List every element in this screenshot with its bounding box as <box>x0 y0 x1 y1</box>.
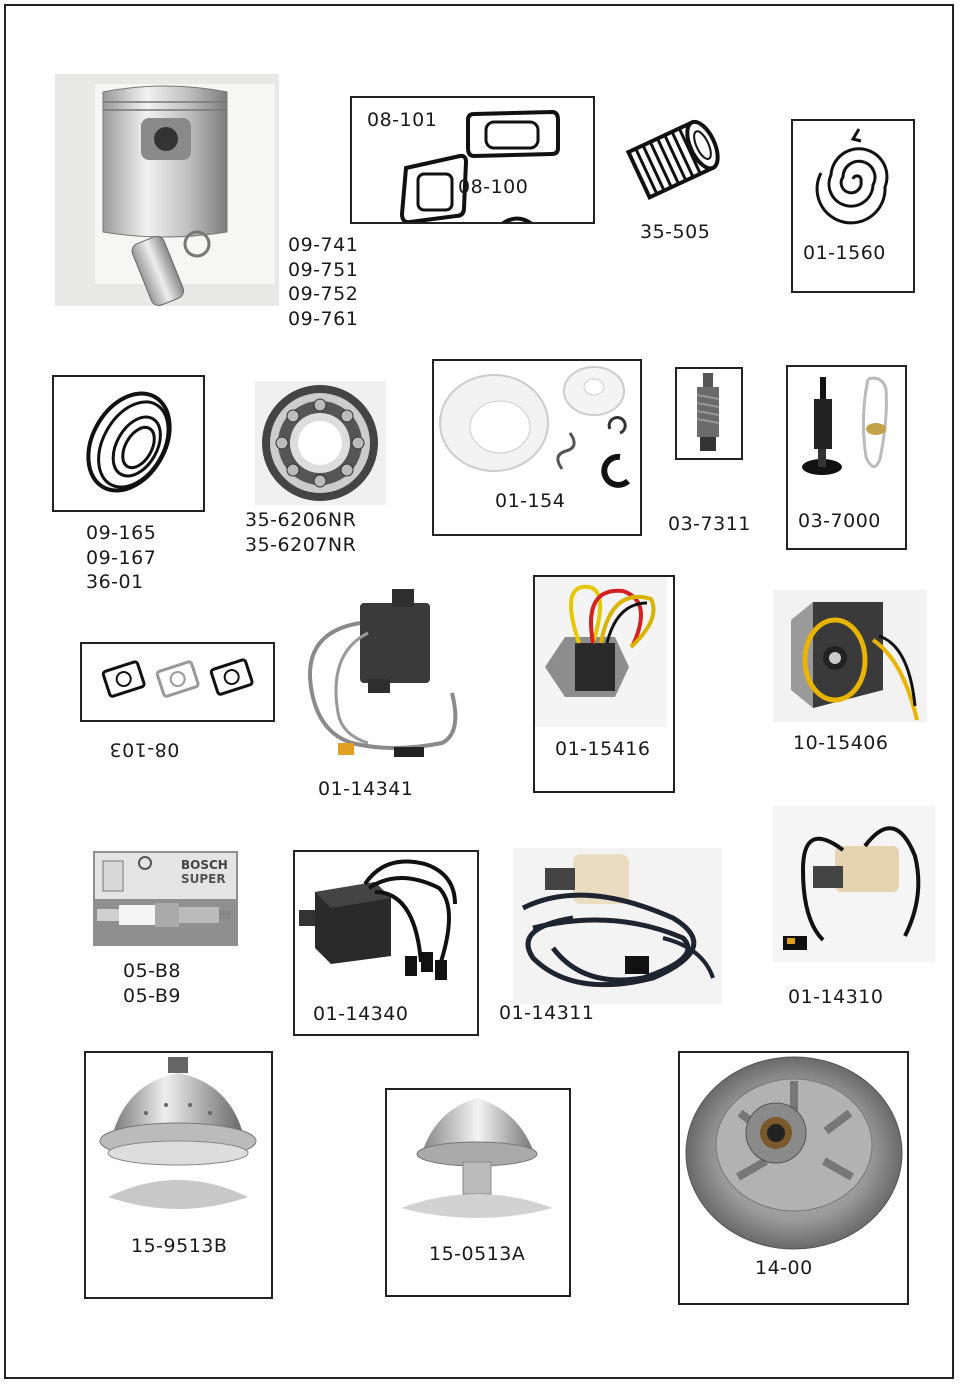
part-code: 05-B8 <box>123 960 181 982</box>
ball-bearing-photo <box>255 381 386 505</box>
choke-cable-box: 03-7000 <box>786 365 907 550</box>
starter-pulley-box: 01-154 <box>432 359 642 536</box>
spark-plug-photo: BOSCH SUPER <box>93 851 238 946</box>
piston-kit-codes: 09-741 09-751 09-752 09-761 <box>288 233 358 331</box>
voltage-regulator-icon <box>535 577 667 727</box>
drive-clutch-box-b: 15-0513A <box>385 1088 571 1297</box>
cdi-module-code-a: 01-14341 <box>318 778 414 800</box>
needle-valve-icon <box>696 373 720 451</box>
choke-cable-code: 03-7000 <box>798 510 881 532</box>
part-code: 36-01 <box>86 571 144 593</box>
oil-seal-codes: 09-165 09-167 36-01 <box>86 521 156 595</box>
stator-coil-icon <box>773 590 927 722</box>
ignition-coil-icon <box>773 806 935 962</box>
catalog-page-frame <box>4 4 954 1379</box>
base-gasket-code-inverted: 08-103 <box>109 738 180 761</box>
base-gasket-icon <box>101 658 254 698</box>
part-code: 09-165 <box>86 522 157 544</box>
driven-pulley-code: 14-00 <box>755 1257 813 1279</box>
part-code: 09-761 <box>288 307 359 330</box>
stator-coil-photo <box>773 590 927 722</box>
part-code: 35-6207NR <box>245 533 357 556</box>
box-brand-text: BOSCH <box>181 858 228 872</box>
drive-clutch-box-a: 15-9513B <box>84 1051 273 1299</box>
drive-clutch-code-a: 15-9513B <box>131 1235 228 1257</box>
starter-pulley-icon <box>439 366 631 488</box>
piston-kit-photo <box>55 74 279 306</box>
part-code: 09-167 <box>86 546 157 569</box>
ignition-coil-photo-b <box>773 806 935 962</box>
part-code: 09-741 <box>288 234 359 256</box>
part-code: 05-B9 <box>123 984 181 1007</box>
ball-bearing-codes: 35-6206NR 35-6207NR <box>245 508 356 557</box>
stator-coil-code: 10-15406 <box>793 732 889 754</box>
oil-seal-box <box>52 375 205 512</box>
drive-clutch-icon <box>401 1098 553 1218</box>
recoil-spring-code: 01-1560 <box>803 242 886 264</box>
ignition-coil-code-b: 01-14310 <box>788 986 884 1008</box>
recoil-spring-icon <box>815 128 889 225</box>
ball-bearing-icon <box>255 381 386 505</box>
drive-clutch-icon <box>99 1057 257 1209</box>
spark-plug-icon: BOSCH SUPER <box>93 851 238 946</box>
cdi-module-photo-a <box>298 583 463 773</box>
cdi-module-icon <box>299 859 457 980</box>
box-model-text: SUPER <box>181 872 226 886</box>
voltage-regulator-box: 01-15416 <box>533 575 675 793</box>
needle-bearing-icon <box>625 119 720 201</box>
spark-plug-codes: 05-B8 05-B9 <box>123 959 181 1008</box>
cdi-module-code-b: 01-14340 <box>313 1003 409 1025</box>
needle-bearing-code: 35-505 <box>640 221 711 243</box>
ignition-coil-photo-a <box>513 848 722 1004</box>
exhaust-gasket-icon <box>399 109 560 222</box>
oil-seal-icon <box>86 391 172 493</box>
exhaust-gasket-box: 08-101 08-100 <box>350 96 595 224</box>
ignition-coil-code-a: 01-14311 <box>499 1002 595 1024</box>
cdi-module-icon <box>308 589 458 757</box>
cdi-module-box-b: 01-14340 <box>293 850 479 1036</box>
choke-cable-icon <box>802 376 888 475</box>
drive-clutch-code-b: 15-0513A <box>429 1243 526 1265</box>
recoil-spring-box: 01-1560 <box>791 119 915 293</box>
base-gasket-box <box>80 642 275 722</box>
part-code: 09-751 <box>288 258 359 281</box>
gasket-code-1: 08-101 <box>367 109 438 131</box>
part-code: 09-752 <box>288 283 359 305</box>
driven-pulley-icon <box>685 1056 903 1250</box>
driven-pulley-box: 14-00 <box>678 1051 909 1305</box>
gasket-code-2: 08-100 <box>458 176 529 198</box>
needle-bearing-photo <box>618 110 728 210</box>
ignition-coil-icon <box>513 848 722 1004</box>
needle-valve-box <box>675 367 743 460</box>
starter-pulley-code: 01-154 <box>495 490 566 512</box>
needle-valve-code: 03-7311 <box>668 513 751 535</box>
piston-icon <box>55 74 279 306</box>
voltage-regulator-code: 01-15416 <box>555 738 651 760</box>
part-code: 35-6206NR <box>245 509 357 531</box>
